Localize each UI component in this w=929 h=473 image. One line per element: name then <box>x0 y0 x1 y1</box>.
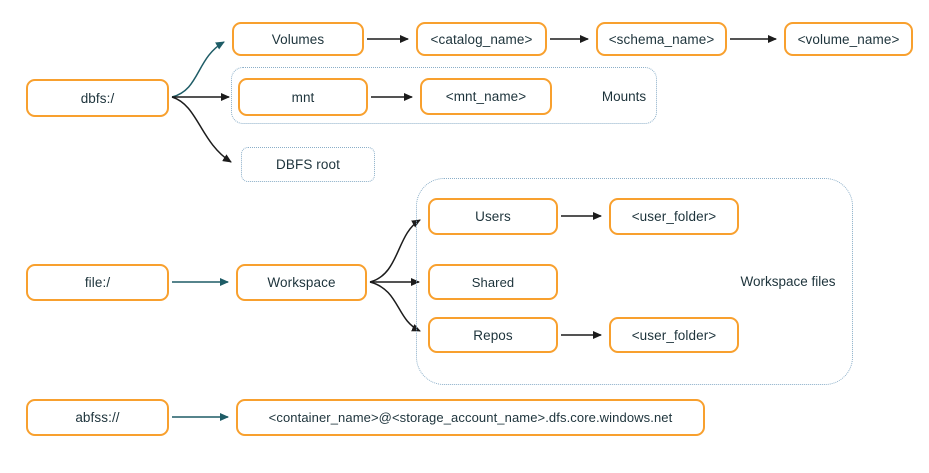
node-users: Users <box>428 198 558 235</box>
arrow-dbfs-to-dbfs-root <box>171 96 232 163</box>
node-workspace: Workspace <box>236 264 367 301</box>
arrow-dbfs-to-volumes <box>171 41 225 98</box>
node-catalog-name: <catalog_name> <box>416 22 547 56</box>
node-schema-name: <schema_name> <box>596 22 727 56</box>
node-abfss-scheme: abfss:// <box>26 399 169 436</box>
node-mnt-name: <mnt_name> <box>420 78 552 115</box>
node-adls-path: <container_name>@<storage_account_name>.… <box>236 399 705 436</box>
group-mounts <box>231 67 657 124</box>
group-mounts-label: Mounts <box>601 89 647 104</box>
node-volumes: Volumes <box>232 22 364 56</box>
group-workspace-files-label: Workspace files <box>740 274 836 289</box>
node-repos: Repos <box>428 317 558 353</box>
node-user-folder-top: <user_folder> <box>609 198 739 235</box>
arrow-workspace-to-repos <box>369 281 421 332</box>
group-workspace-files <box>416 178 853 385</box>
node-user-folder-bottom: <user_folder> <box>609 317 739 353</box>
node-file-scheme: file:/ <box>26 264 169 301</box>
node-dbfs-root: DBFS root <box>241 147 375 182</box>
node-dbfs-root-scheme: dbfs:/ <box>26 79 169 117</box>
node-shared: Shared <box>428 264 558 300</box>
node-mnt: mnt <box>238 78 368 116</box>
node-volume-name: <volume_name> <box>784 22 913 56</box>
arrow-workspace-to-users <box>369 219 421 283</box>
